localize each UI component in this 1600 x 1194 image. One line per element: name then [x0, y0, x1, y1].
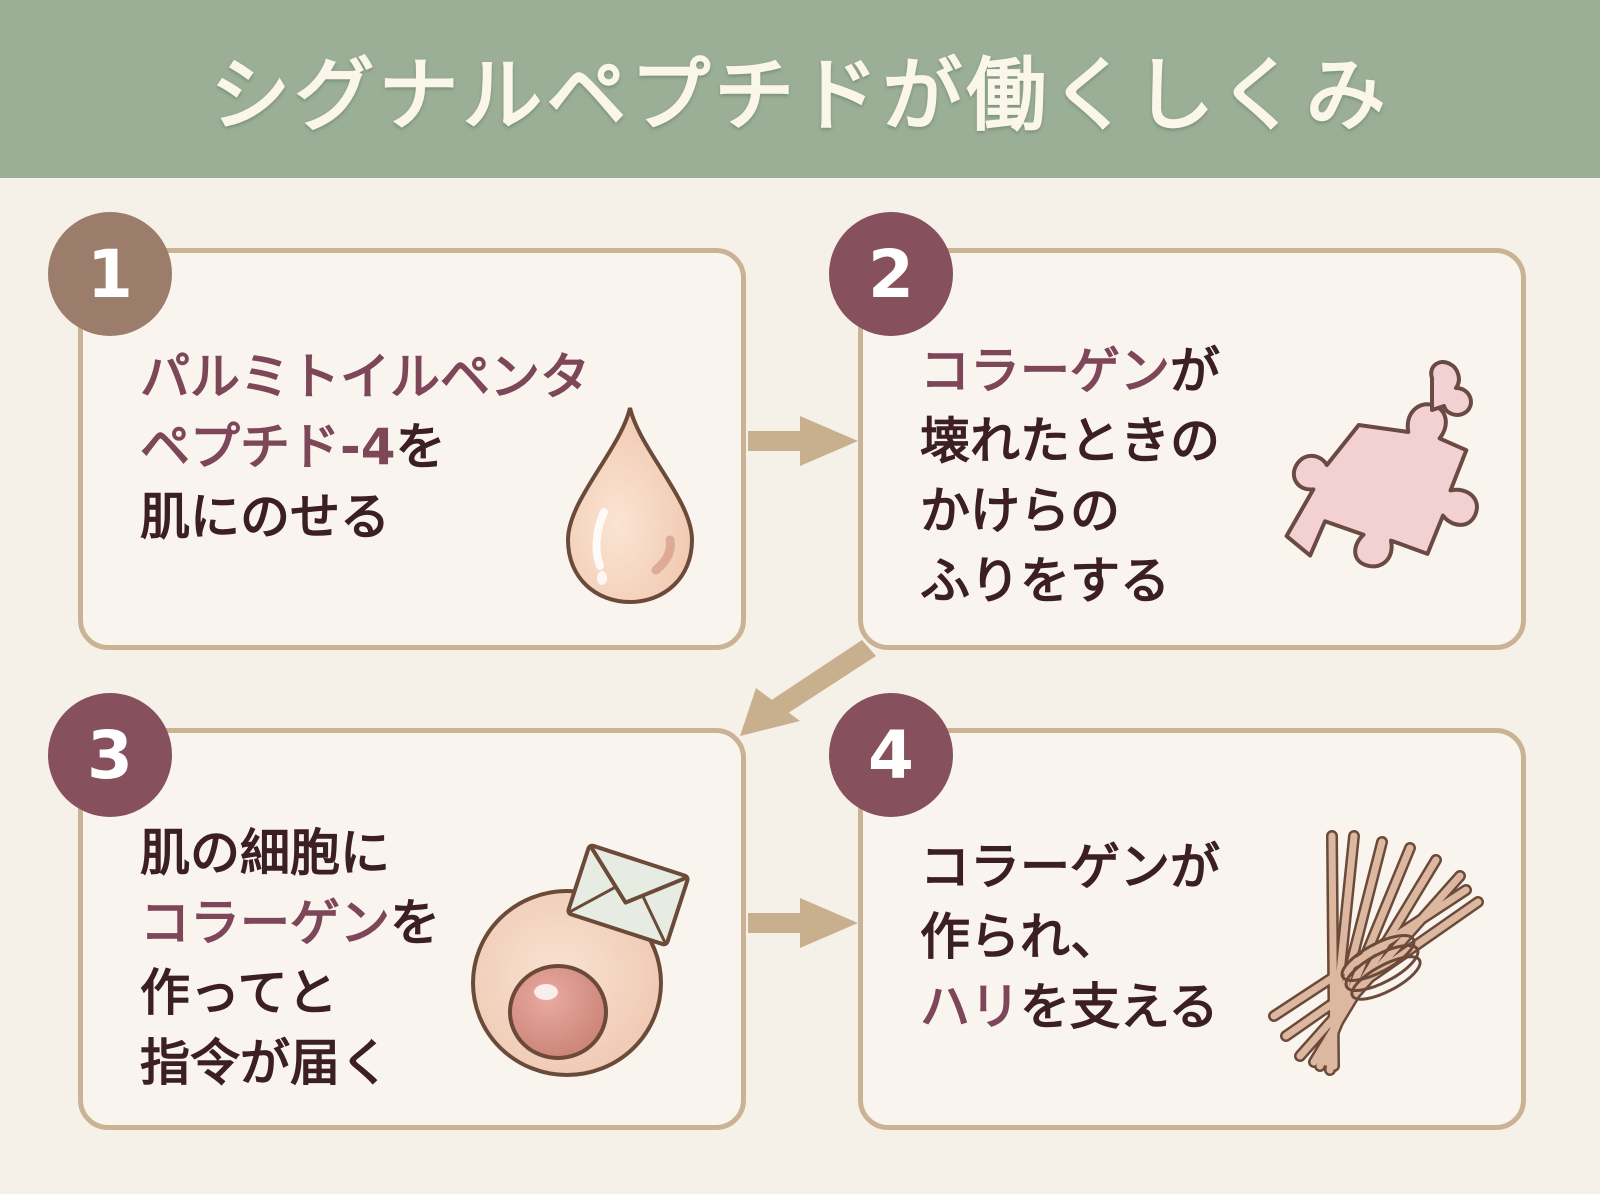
- step-1-line-2: ペプチド-4を: [140, 412, 590, 482]
- water-drop-icon: [565, 407, 695, 605]
- step-3-line-2: コラーゲンを: [140, 888, 440, 958]
- step-1-line-3: 肌にのせる: [140, 482, 590, 552]
- cell-with-envelope-icon: [471, 843, 690, 1077]
- step-text-4: コラーゲンが 作られ、 ハリを支える: [920, 832, 1220, 1042]
- arrow-3-to-4: [748, 898, 858, 948]
- plain-text: 肌の細胞に: [140, 824, 390, 882]
- arrow-2-to-3: [740, 640, 876, 736]
- plain-text: 肌にのせる: [140, 488, 390, 546]
- step-2-line-2: 壊れたときの: [920, 406, 1220, 476]
- plain-text: 作られ、: [920, 908, 1121, 966]
- step-1-line-1: パルミトイルペンタ: [140, 342, 590, 412]
- step-3-line-1: 肌の細胞に: [140, 818, 440, 888]
- step-text-2: コラーゲンが 壊れたときの かけらの ふりをする: [920, 336, 1220, 616]
- fiber-bundle-icon: [1268, 830, 1484, 1076]
- step-2-line-3: かけらの: [920, 476, 1220, 546]
- highlight-text: パルミトイルペンタ: [140, 348, 590, 406]
- plain-text: 壊れたときの: [920, 412, 1220, 470]
- arrow-1-to-2: [748, 416, 858, 466]
- step-2-line-4: ふりをする: [920, 546, 1220, 616]
- plain-text: を: [390, 894, 440, 952]
- highlight-text: ハリ: [920, 978, 1020, 1036]
- step-number-badge-4: 4: [829, 693, 953, 817]
- step-number-badge-2: 2: [829, 212, 953, 336]
- plain-text: コラーゲンが: [920, 838, 1220, 896]
- highlight-text: コラーゲン: [140, 894, 390, 952]
- step-text-1: パルミトイルペンタ ペプチド-4を 肌にのせる: [140, 342, 590, 552]
- puzzle-piece-icon: [1284, 359, 1479, 569]
- step-number-badge-1: 1: [48, 212, 172, 336]
- plain-text: を: [395, 418, 446, 476]
- step-3-line-3: 作ってと: [140, 958, 440, 1028]
- step-3-line-4: 指令が届く: [140, 1028, 440, 1098]
- envelope-icon: [566, 843, 690, 947]
- step-4-line-2: 作られ、: [920, 902, 1220, 972]
- plain-text: ふりをする: [920, 552, 1170, 610]
- plain-text: 作ってと: [140, 964, 338, 1022]
- highlight-text: コラーゲン: [920, 342, 1170, 400]
- plain-text: を支える: [1020, 978, 1219, 1036]
- step-4-line-3: ハリを支える: [920, 972, 1220, 1042]
- step-2-line-1: コラーゲンが: [920, 336, 1220, 406]
- plain-text: 指令が届く: [140, 1034, 390, 1092]
- highlight-text: ペプチド-4: [140, 418, 396, 476]
- step-text-3: 肌の細胞に コラーゲンを 作ってと 指令が届く: [140, 818, 440, 1098]
- step-number-badge-3: 3: [48, 693, 172, 817]
- step-4-line-1: コラーゲンが: [920, 832, 1220, 902]
- plain-text: が: [1170, 342, 1220, 400]
- plain-text: かけらの: [920, 482, 1120, 540]
- header-banner: シグナルペプチドが働くしくみ: [0, 0, 1600, 178]
- page-title: シグナルペプチドが働くしくみ: [210, 48, 1390, 142]
